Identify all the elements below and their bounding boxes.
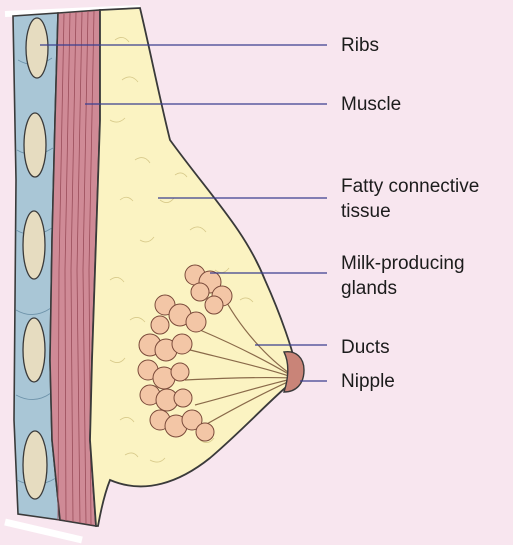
label-nipple: Nipple bbox=[341, 370, 395, 393]
label-ribs: Ribs bbox=[341, 34, 379, 57]
rib-cap-bottom bbox=[5, 522, 82, 540]
label-glands-line1: Milk-producing bbox=[341, 252, 465, 275]
label-glands-line2: glands bbox=[341, 277, 397, 300]
label-muscle: Muscle bbox=[341, 93, 401, 116]
label-fatty-tissue-line2: tissue bbox=[341, 200, 391, 223]
label-fatty-tissue-line1: Fatty connective bbox=[341, 175, 479, 198]
label-ducts: Ducts bbox=[341, 336, 390, 359]
